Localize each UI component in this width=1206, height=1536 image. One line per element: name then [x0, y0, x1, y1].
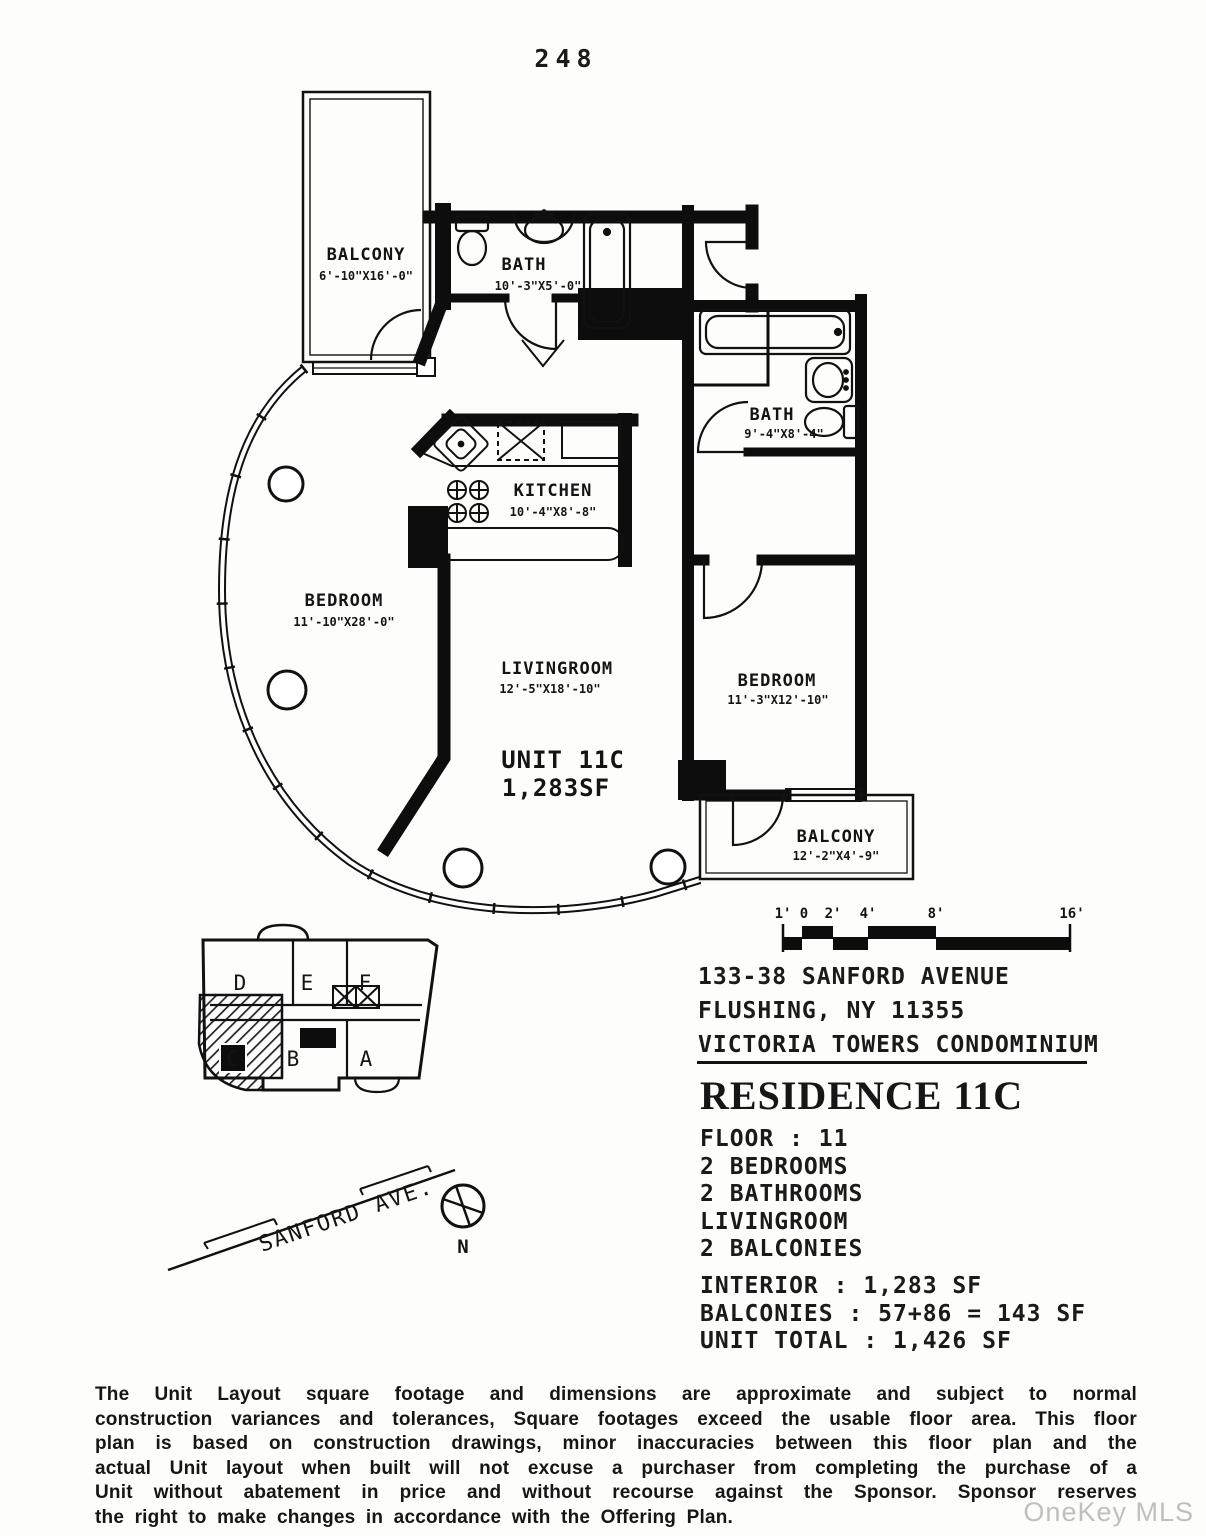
- residence-title: RESIDENCE 11C: [700, 1073, 1024, 1118]
- room-label-bath-right: BATH: [750, 405, 795, 425]
- key-plan-letter-c: C: [227, 1047, 240, 1071]
- room-dims-balcony-lower: 12'-2"X4'-9": [793, 849, 880, 863]
- scale-label-8: 8': [928, 906, 945, 922]
- disclaimer-line: actual Unit layout when built will not e…: [95, 1457, 1137, 1479]
- bath-right-fixtures: [698, 308, 860, 440]
- door-arcs: [369, 240, 785, 847]
- room-label-balcony-upper: BALCONY: [327, 245, 406, 265]
- spec-balconies: 2 BALCONIES: [700, 1236, 864, 1262]
- room-label-livingroom: LIVINGROOM: [501, 659, 613, 679]
- kitchen-fixtures: [419, 416, 625, 561]
- key-plan-letter-b: B: [287, 1047, 300, 1071]
- unit-area: 1,283SF: [502, 774, 610, 802]
- area-unit-total: UNIT TOTAL : 1,426 SF: [700, 1328, 1012, 1354]
- spec-bathrooms: 2 BATHROOMS: [700, 1181, 864, 1207]
- area-interior: INTERIOR : 1,283 SF: [700, 1273, 983, 1299]
- key-plan-letter-d: D: [234, 971, 247, 995]
- lower-balcony-outline: [698, 788, 915, 881]
- room-dims-kitchen: 10'-4"X8'-8": [510, 505, 597, 519]
- disclaimer-paragraph: The Unit Layout square footage and dimen…: [95, 1383, 1137, 1530]
- room-dims-bath-top: 10'-3"X5'-0": [495, 279, 582, 293]
- kitchen-sink-icon: [433, 416, 489, 472]
- disclaimer-line: the right to make changes in accordance …: [95, 1506, 733, 1528]
- toilet-icon: [803, 404, 860, 440]
- scale-label-0: 0: [800, 906, 808, 922]
- key-plan-letter-a: A: [360, 1047, 373, 1071]
- key-plan-core: [300, 1028, 336, 1048]
- bathtub-icon: [582, 212, 632, 330]
- residence-areas: INTERIOR : 1,283 SF BALCONIES : 57+86 = …: [700, 1273, 1086, 1356]
- sink-icon: [804, 356, 854, 404]
- upper-balcony-outline: [301, 90, 436, 377]
- street-diagram: SANFORD AVE. N: [167, 1165, 486, 1272]
- room-labels: BALCONY 6'-10"X16'-0" BATH 10'-3"X5'-0" …: [293, 245, 879, 863]
- page-number: 248: [534, 44, 598, 73]
- scale-bar: 1' 0 2' 4' 8' 16': [775, 906, 1085, 952]
- stove-icon: [447, 480, 489, 523]
- key-plan-unit-c-highlight: [197, 993, 284, 1092]
- disclaimer-line: plan is based on construction drawings, …: [95, 1433, 1137, 1454]
- room-label-bath-top: BATH: [502, 255, 547, 275]
- divider-rule: [697, 1061, 1087, 1064]
- dishwasher-icon: [497, 421, 545, 461]
- curved-window-wall: [216, 363, 702, 916]
- scale-label-4: 4': [860, 906, 877, 922]
- refrigerator-icon: [561, 421, 621, 459]
- disclaimer-line: construction variances and tolerances, S…: [95, 1408, 1137, 1430]
- area-balconies: BALCONIES : 57+86 = 143 SF: [700, 1300, 1087, 1327]
- room-dims-balcony-upper: 6'-10"X16'-0": [319, 269, 413, 283]
- key-plan-f-hatchbox: [332, 985, 380, 1009]
- key-plan-letter-f: F: [359, 971, 372, 995]
- address-block: 133-38 SANFORD AVENUE FLUSHING, NY 11355…: [698, 960, 1099, 1062]
- kitchen-counter: [448, 527, 625, 561]
- address-line2: FLUSHING, NY 11355: [698, 998, 966, 1024]
- scale-label-2: 2': [825, 906, 842, 922]
- unit-label: UNIT 11C: [501, 746, 625, 774]
- disclaimer-line: The Unit Layout square footage and dimen…: [95, 1384, 1137, 1405]
- spec-bedrooms: 2 BEDROOMS: [700, 1153, 849, 1180]
- watermark: OneKey MLS: [1023, 1497, 1194, 1527]
- spec-floor: FLOOR : 11: [700, 1126, 849, 1152]
- address-line3: VICTORIA TOWERS CONDOMINIUM: [698, 1032, 1099, 1058]
- room-dims-livingroom: 12'-5"X18'-10": [499, 682, 600, 696]
- columns: [266, 465, 687, 889]
- room-label-bedroom-left: BEDROOM: [305, 591, 384, 611]
- room-label-balcony-lower: BALCONY: [797, 827, 876, 847]
- key-plan-letter-e: E: [301, 971, 314, 995]
- disclaimer-line: Unit without abatement in price and with…: [95, 1482, 1137, 1503]
- spec-livingroom: LIVINGROOM: [700, 1208, 849, 1235]
- street-name-label: SANFORD AVE.: [256, 1174, 437, 1257]
- room-dims-bedroom-left: 11'-10"X28'-0": [293, 615, 394, 629]
- room-dims-bedroom-right: 11'-3"X12'-10": [727, 693, 828, 707]
- sink-icon: [512, 209, 576, 245]
- bathtub-icon: [698, 308, 852, 356]
- address-line1: 133-38 SANFORD AVENUE: [698, 964, 1010, 990]
- bath-top-fixtures: [454, 209, 632, 330]
- north-label: N: [457, 1236, 468, 1258]
- residence-specs: FLOOR : 11 2 BEDROOMS 2 BATHROOMS LIVING…: [700, 1126, 863, 1264]
- compass-icon: [440, 1183, 486, 1229]
- scale-label-16: 16': [1059, 906, 1084, 922]
- scale-label-1: 1': [775, 906, 792, 922]
- key-plan: D E F B A C: [197, 923, 439, 1094]
- room-label-kitchen: KITCHEN: [514, 481, 593, 501]
- room-label-bedroom-right: BEDROOM: [738, 671, 817, 691]
- room-dims-bath-right: 9'-4"X8'-4": [744, 427, 823, 441]
- toilet-icon: [454, 214, 490, 267]
